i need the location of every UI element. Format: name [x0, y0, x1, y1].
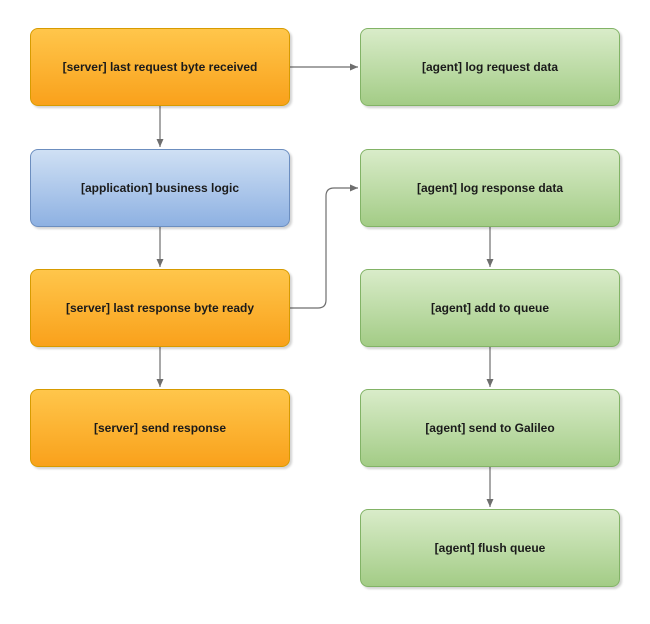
- node-label: [server] last response byte ready: [65, 301, 255, 315]
- node-label: [agent] add to queue: [431, 301, 549, 315]
- node-label: [agent] log response data: [416, 181, 564, 195]
- node-agent-add-to-queue: [agent] add to queue: [360, 269, 620, 347]
- node-label: [application] business logic: [80, 181, 240, 195]
- edge-last-response-to-log-response: [290, 184, 358, 309]
- node-server-last-response-byte-ready: [server] last response byte ready: [30, 269, 290, 347]
- node-label: [agent] send to Galileo: [425, 421, 555, 435]
- node-agent-log-request-data: [agent] log request data: [360, 28, 620, 106]
- node-agent-log-response-data: [agent] log response data: [360, 149, 620, 227]
- node-label: [server] send response: [93, 421, 227, 435]
- node-server-send-response: [server] send response: [30, 389, 290, 467]
- node-server-last-request-byte-received: [server] last request byte received: [30, 28, 290, 106]
- node-agent-flush-queue: [agent] flush queue: [360, 509, 620, 587]
- node-agent-send-to-galileo: [agent] send to Galileo: [360, 389, 620, 467]
- node-label: [server] last request byte received: [62, 60, 258, 74]
- node-application-business-logic: [application] business logic: [30, 149, 290, 227]
- node-label: [agent] flush queue: [434, 541, 546, 555]
- node-label: [agent] log request data: [421, 60, 558, 74]
